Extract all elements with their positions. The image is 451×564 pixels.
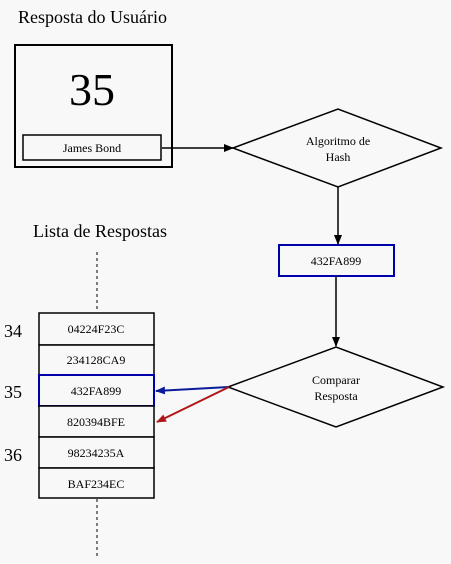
- user-name-text: James Bond: [63, 141, 121, 155]
- side-label: 35: [4, 382, 22, 402]
- compare-label-line2: Resposta: [314, 389, 358, 403]
- user-response-title: Resposta do Usuário: [18, 7, 167, 27]
- user-response-number: 35: [69, 64, 115, 115]
- answer-row-text: 04224F23C: [68, 322, 125, 336]
- hash-value-text: 432FA899: [311, 254, 361, 268]
- compare-label-line1: Comparar: [312, 373, 360, 387]
- hash-algorithm-diamond: [230, 108, 444, 188]
- side-label: 34: [4, 321, 22, 341]
- answer-row-text: BAF234EC: [68, 477, 125, 491]
- hash-algorithm-label-line2: Hash: [326, 150, 351, 164]
- mismatch-arrow: [156, 386, 230, 423]
- answer-row-text: 432FA899: [71, 384, 121, 398]
- answer-list-title: Lista de Respostas: [33, 221, 167, 241]
- answer-row-box: [38, 436, 155, 469]
- user-name-box: [22, 134, 162, 161]
- answer-row-box: [38, 405, 155, 438]
- answer-row-box: [38, 467, 155, 499]
- answer-list: 04224F23C 234128CA9 432FA899 820394BFE 9…: [38, 312, 155, 499]
- answer-row-box-highlighted: [38, 374, 155, 407]
- answer-row-text: 820394BFE: [67, 415, 125, 429]
- side-label: 36: [4, 445, 22, 465]
- answer-row-box: [38, 344, 155, 376]
- hash-algorithm-label-line1: Algoritmo de: [306, 134, 370, 148]
- match-arrow: [155, 386, 230, 395]
- hash-value-box: [278, 244, 395, 277]
- answer-row-text: 98234235A: [68, 446, 125, 460]
- answer-row-text: 234128CA9: [67, 353, 126, 367]
- compare-diamond: [225, 346, 446, 428]
